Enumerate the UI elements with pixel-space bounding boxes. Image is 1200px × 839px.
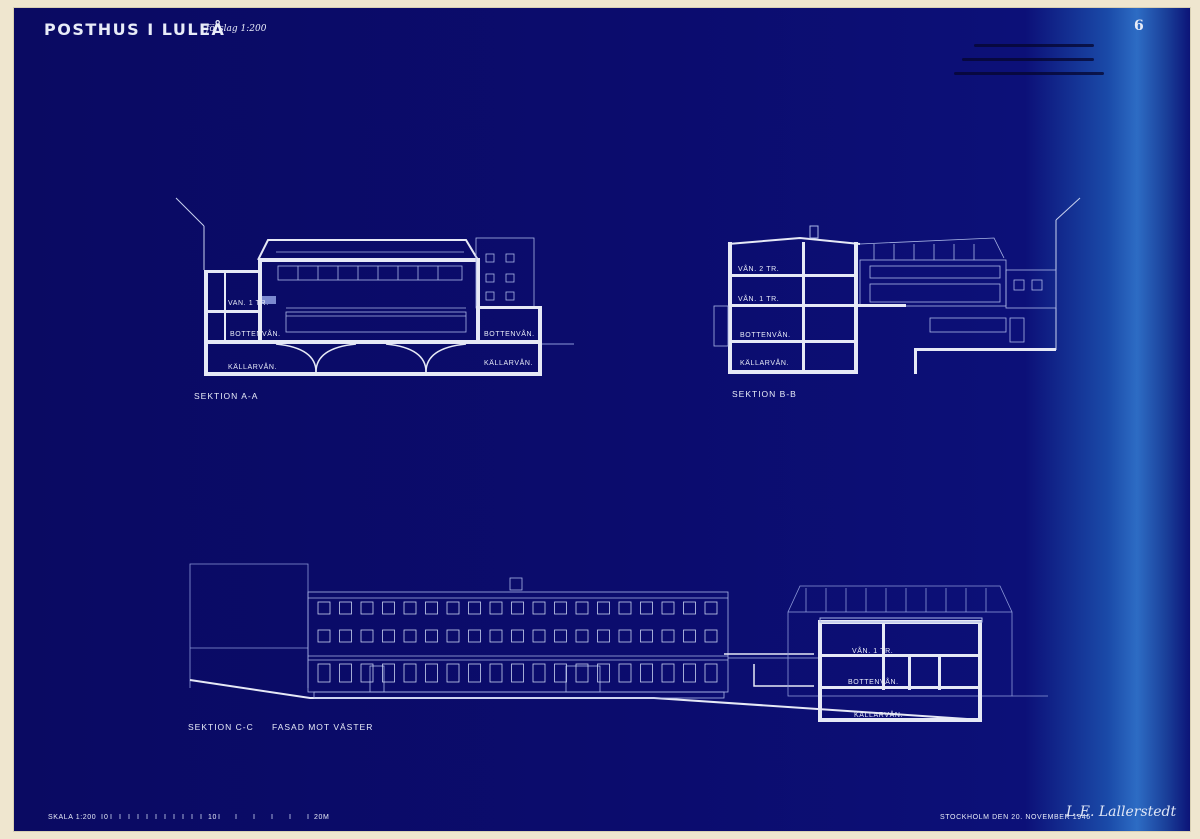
facade-window — [468, 601, 481, 615]
facade-window — [425, 601, 438, 615]
facade-window — [511, 601, 524, 615]
architect-signature: L.E. Lallerstedt — [1066, 804, 1177, 820]
facade-window — [554, 663, 567, 683]
facade-window — [532, 601, 546, 615]
facade-window — [532, 663, 546, 683]
sheet-number: 6 — [1134, 18, 1144, 34]
aa-floor-label-2: BOTTENVÅN. — [230, 331, 281, 338]
scale-bar — [101, 814, 309, 819]
facade-window — [339, 663, 352, 683]
facade-window — [468, 629, 481, 643]
facade-window — [382, 629, 395, 643]
facade-window — [618, 663, 632, 683]
facade-window — [382, 663, 395, 683]
section-aa-caption: SEKTION A-A — [194, 391, 259, 401]
facade-window — [683, 629, 696, 643]
facade-window — [575, 629, 589, 643]
facade-window — [360, 663, 374, 683]
facade-window — [382, 601, 395, 615]
facade-window — [640, 629, 653, 643]
facade-window — [317, 629, 331, 643]
facade-window — [683, 601, 696, 615]
facade-window — [489, 663, 503, 683]
ink-stamp — [944, 40, 1104, 84]
scale-start: 0 — [104, 814, 109, 821]
facade-window — [446, 601, 460, 615]
facade-window — [661, 663, 675, 683]
facade-window — [317, 663, 331, 683]
drawing-canvas — [101, 197, 1081, 819]
facade-window — [618, 629, 632, 643]
facade-window — [317, 601, 331, 615]
aa-floor-label-5: KÄLLARVÅN. — [484, 360, 534, 367]
facade-window — [704, 629, 718, 643]
section-cc-caption: SEKTION C-C — [188, 722, 254, 732]
facade-window — [403, 629, 417, 643]
facade-window — [403, 601, 417, 615]
sheet-title: POSTHUS I LULEÅ — [44, 20, 226, 39]
facade-window — [446, 663, 460, 683]
facade-window — [425, 663, 438, 683]
facade-window — [511, 629, 524, 643]
cc-floor-label-3: KÄLLARVÅN. — [854, 712, 904, 719]
facade-window — [640, 663, 653, 683]
facade-window — [554, 629, 567, 643]
section-bb-drawing — [713, 197, 1081, 374]
facade-window — [339, 629, 352, 643]
scale-mid: 10 — [208, 814, 217, 821]
aa-floor-label-4: KÄLLARVÅN. — [228, 364, 278, 371]
bb-floor-label-1: VÅN. 2 TR. — [738, 266, 780, 273]
facade-window — [532, 629, 546, 643]
aa-floor-label-1: VAN. 1 TR. — [228, 300, 269, 307]
facade-window — [489, 601, 503, 615]
facade-window — [339, 601, 352, 615]
bb-floor-label-2: VÅN. 1 TR. — [738, 296, 780, 303]
facade-window — [425, 629, 438, 643]
facade-window — [554, 601, 567, 615]
facade-window — [597, 629, 610, 643]
sheet-subtitle: förslag 1:200 — [206, 24, 267, 34]
bb-floor-label-3: BOTTENVÅN. — [740, 332, 791, 339]
facade-window — [683, 663, 696, 683]
aa-floor-label-3: BOTTENVÅN. — [484, 331, 535, 338]
facade-window — [360, 601, 374, 615]
cc-floor-label-2: BOTTENVÅN. — [848, 679, 899, 686]
facade-window — [661, 629, 675, 643]
section-bb-caption: SEKTION B-B — [732, 389, 797, 399]
facade-window — [403, 663, 417, 683]
facade-window — [468, 663, 481, 683]
facade-window — [640, 601, 653, 615]
facade-window — [704, 663, 718, 683]
section-aa-drawing — [175, 197, 574, 376]
bb-floor-label-4: KÄLLARVÅN. — [740, 360, 790, 367]
facade-window — [661, 601, 675, 615]
facade-window — [618, 601, 632, 615]
facade-windows — [317, 601, 718, 683]
blueprint-sheet: POSTHUS I LULEÅ förslag 1:200 6 — [14, 8, 1190, 831]
facade-window — [575, 663, 589, 683]
facade-window — [360, 629, 374, 643]
facade-window — [704, 601, 718, 615]
place-date: STOCKHOLM DEN 20. NOVEMBER 1946 — [940, 814, 1091, 821]
facade-window — [511, 663, 524, 683]
section-cc-drawing — [189, 563, 1048, 722]
facade-window — [597, 663, 610, 683]
scale-label: SKALA 1:200 — [48, 814, 97, 821]
facade-west-caption: FASAD MOT VÄSTER — [272, 722, 374, 732]
facade-window — [446, 629, 460, 643]
facade-window — [489, 629, 503, 643]
facade-window — [597, 601, 610, 615]
cc-floor-label-1: VÅN. 1 TR. — [852, 648, 894, 655]
scale-end: 20M — [314, 814, 330, 821]
facade-window — [575, 601, 589, 615]
